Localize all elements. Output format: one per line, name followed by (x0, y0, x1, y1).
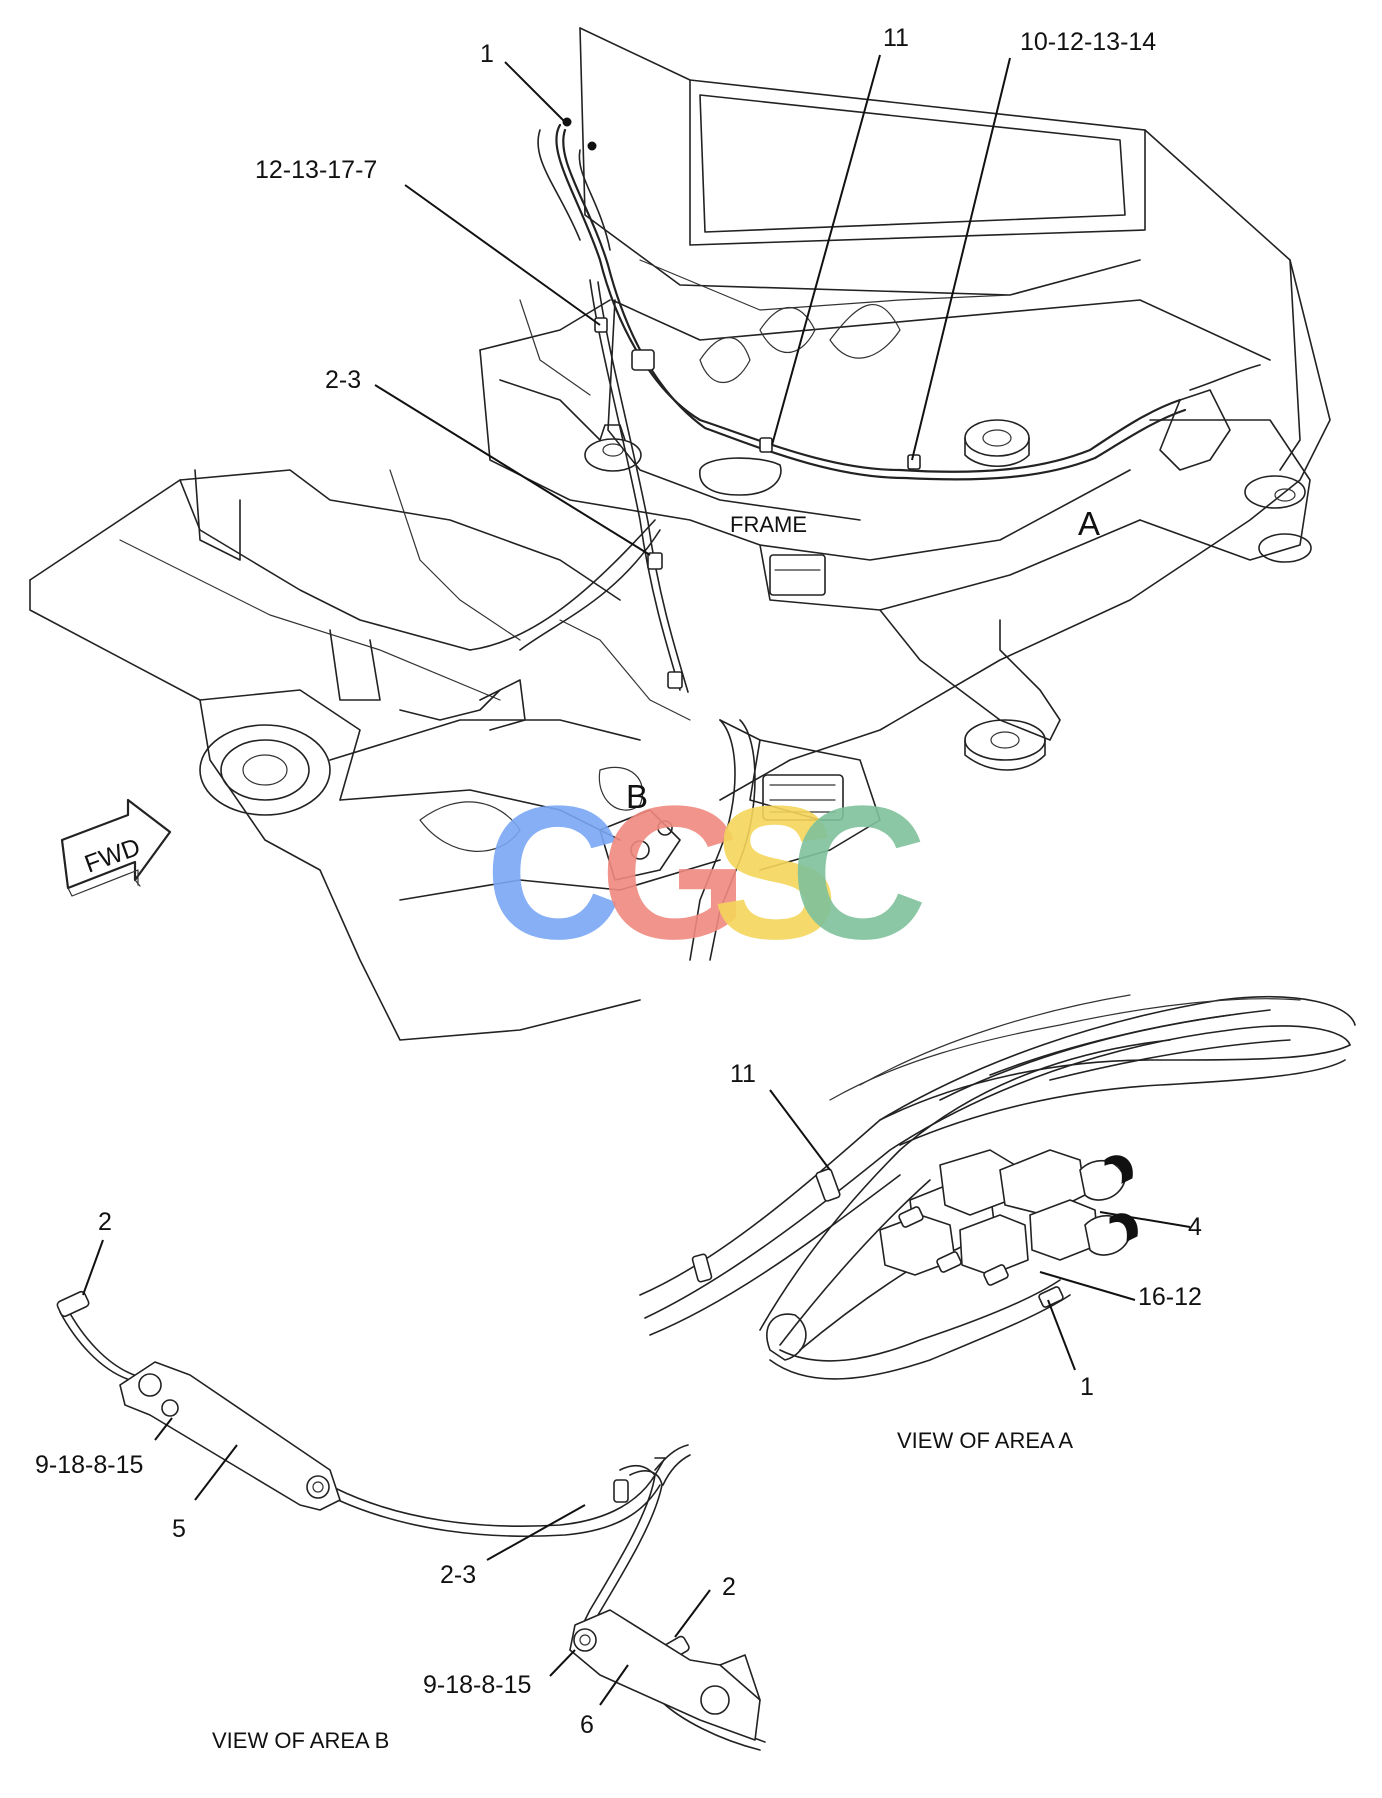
bracket-6 (569, 1609, 761, 1741)
leader-lines-main (374, 54, 1011, 556)
watermark-letter-s: S (712, 767, 839, 979)
view-b-callout-2-3: 2-3 (440, 1561, 476, 1589)
fwd-arrow: FWD (60, 798, 172, 897)
callout-12-13-17-7: 12-13-17-7 (255, 156, 377, 184)
area-b-marker: B (626, 778, 648, 815)
area-a-marker: A (1078, 505, 1100, 542)
view-b-callout-2-right: 2 (722, 1573, 736, 1601)
watermark-letter-c2: C (790, 767, 927, 979)
frame-label: FRAME (730, 512, 807, 537)
view-a-callout-4: 4 (1188, 1213, 1202, 1241)
view-area-a: 11 4 16-12 1 VIEW OF AREA A (639, 994, 1356, 1453)
cgsc-watermark: C G S C (485, 767, 927, 979)
wire-harness-b (56, 1290, 766, 1751)
wiring-harness-main (469, 117, 1261, 693)
callout-10-12-13-14: 10-12-13-14 (1020, 28, 1156, 56)
view-b-callout-6: 6 (580, 1711, 594, 1739)
connector-block-a (691, 1149, 1138, 1308)
callout-2-3: 2-3 (325, 366, 361, 394)
bracket-5 (119, 1361, 341, 1511)
view-area-b: 2 9-18-8-15 5 2-3 2 9-18-8-15 6 VIEW OF … (35, 1208, 766, 1753)
view-a-callout-16-12: 16-12 (1138, 1283, 1202, 1311)
view-b-callout-9-18-8-15-top: 9-18-8-15 (35, 1451, 143, 1479)
view-b-callout-9-18-8-15-bottom: 9-18-8-15 (423, 1671, 531, 1699)
machine-frame-illustration (29, 27, 1331, 1041)
callout-1: 1 (480, 40, 494, 68)
view-a-caption: VIEW OF AREA A (897, 1428, 1073, 1453)
view-b-caption: VIEW OF AREA B (212, 1728, 389, 1753)
watermark-letter-g: G (600, 767, 748, 979)
callout-11: 11 (883, 24, 909, 52)
view-b-callout-5: 5 (172, 1515, 186, 1543)
watermark-letter-c1: C (485, 767, 622, 979)
view-b-callout-2-top: 2 (98, 1208, 112, 1236)
view-a-callout-11: 11 (730, 1060, 756, 1088)
view-a-callout-1: 1 (1080, 1373, 1094, 1401)
